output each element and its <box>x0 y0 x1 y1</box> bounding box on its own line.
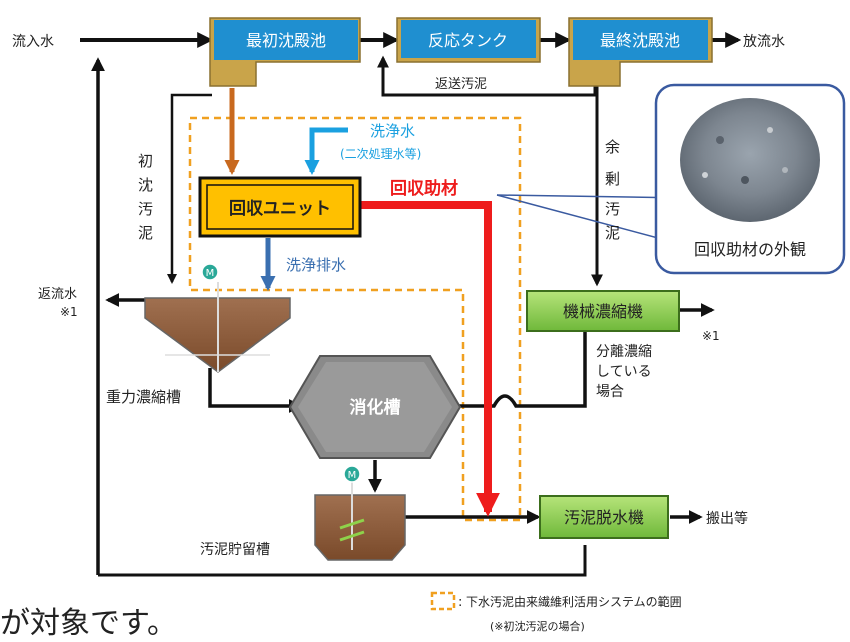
mech-to-digester-line <box>437 328 587 413</box>
svg-text:場合: 場合 <box>596 384 624 400</box>
svg-text::: : <box>458 595 462 610</box>
svg-text:泥: 泥 <box>605 224 620 242</box>
svg-text:分離濃縮: 分離濃縮 <box>596 343 652 360</box>
svg-text:剰: 剰 <box>605 170 620 188</box>
legend-swatch <box>430 591 456 611</box>
digester-label: 消化槽 <box>350 397 401 418</box>
svg-text:泥: 泥 <box>138 224 153 242</box>
gravity-thickener: M <box>144 263 291 373</box>
svg-text:汚: 汚 <box>138 200 153 218</box>
svg-text:M: M <box>348 470 357 481</box>
return-water-note: ※1 <box>60 305 78 319</box>
reaction-tank: 反応タンク <box>396 17 541 63</box>
storage-tank-label: 汚泥貯留槽 <box>200 542 270 558</box>
thickener-to-digester-line <box>208 368 303 413</box>
recovery-unit-label: 回収ユニット <box>229 199 331 219</box>
primary-tank-label: 最初沈殿池 <box>246 31 326 50</box>
aid-appearance-label: 回収助材の外観 <box>694 240 806 259</box>
svg-text:沈: 沈 <box>138 176 153 194</box>
motor-icon <box>201 263 219 281</box>
motor-icon <box>343 465 361 483</box>
excess-sludge-label: 余 剰 汚 泥 <box>605 138 620 242</box>
gravity-thickener-label: 重力濃縮槽 <box>106 388 181 406</box>
wash-water-label: 洗浄水 <box>370 122 415 140</box>
wash-water-note: (二次処理水等) <box>340 147 421 161</box>
recovery-unit: 回収ユニット <box>198 176 362 238</box>
svg-text:汚: 汚 <box>605 200 620 218</box>
return-sludge-line <box>377 55 597 97</box>
recovery-aid-photo <box>680 98 820 222</box>
legend-scope-label: 下水汚泥由来繊維利活用システムの範囲 <box>466 594 682 609</box>
system-scope-boundary <box>188 116 522 522</box>
mech-thickener-label: 機械濃縮機 <box>563 302 643 321</box>
final-tank-label: 最終沈殿池 <box>600 31 680 50</box>
legend-scope-note: (※初沈汚泥の場合) <box>490 619 585 633</box>
caption-text: が対象です。 <box>0 606 177 641</box>
mechanical-thickener: 機械濃縮機 <box>526 290 680 332</box>
primary-settling-tank: 最初沈殿池 <box>209 17 361 87</box>
svg-text:M: M <box>206 268 215 279</box>
dewatering-machine: 汚泥脱水機 <box>539 495 669 539</box>
primary-sludge-label: 初 沈 汚 泥 <box>138 152 153 242</box>
svg-text:初: 初 <box>138 152 153 170</box>
final-settling-tank: 最終沈殿池 <box>568 17 713 87</box>
carry-out-label: 搬出等 <box>706 510 748 527</box>
separate-thickening-label: 分離濃縮 している 場合 <box>596 343 652 400</box>
return-sludge-label: 返送汚泥 <box>435 77 487 92</box>
sludge-storage-tank: M <box>314 465 406 561</box>
recovery-aid-arrow <box>360 201 500 517</box>
return-water-label: 返流水 <box>38 287 77 302</box>
digester: 消化槽 <box>288 355 462 459</box>
discharge-label: 放流水 <box>743 34 785 50</box>
aid-appearance-callout: 回収助材の外観 <box>496 83 846 275</box>
reaction-tank-label: 反応タンク <box>428 31 508 50</box>
wash-drain-label: 洗浄排水 <box>286 256 346 274</box>
primary-sludge-line <box>167 93 212 284</box>
recovery-aid-label: 回収助材 <box>390 178 458 199</box>
inflow-label: 流入水 <box>12 34 54 50</box>
wash-water-arrow <box>304 127 348 175</box>
return-water-bottom-line <box>98 545 587 577</box>
svg-text:余: 余 <box>605 138 620 156</box>
svg-text:している: している <box>596 364 652 380</box>
legend: : 下水汚泥由来繊維利活用システムの範囲 (※初沈汚泥の場合) <box>430 591 682 633</box>
dewatering-label: 汚泥脱水機 <box>564 508 644 527</box>
mech-note: ※1 <box>702 329 720 343</box>
